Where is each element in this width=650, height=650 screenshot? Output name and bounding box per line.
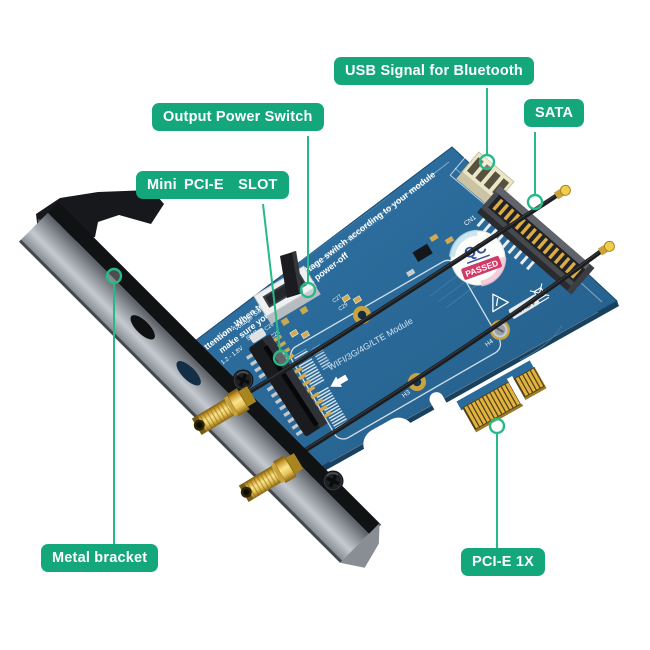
callout-usb-signal: USB Signal for Bluetooth bbox=[334, 57, 534, 85]
board-cutout bbox=[363, 417, 419, 468]
bracket-screw-1 bbox=[232, 369, 254, 391]
svg-text:H3: H3 bbox=[401, 389, 412, 400]
leader-mini-pcie bbox=[262, 203, 281, 352]
standoff-screw-slot bbox=[496, 327, 504, 333]
callout-mini-pcie-slot: Mini PCI-E SLOT bbox=[136, 171, 289, 199]
callout-metal-bracket: Metal bracket bbox=[41, 544, 159, 572]
bracket-slot-hole bbox=[176, 361, 201, 386]
arrow-icon bbox=[330, 374, 349, 387]
callout-output-power-switch: Output Power Switch bbox=[152, 103, 324, 131]
callout-pcie-1x: PCI-E 1X bbox=[461, 548, 546, 576]
leader-endpoints bbox=[105, 153, 544, 435]
svg-text:H4: H4 bbox=[484, 338, 495, 349]
bracket-screw-2 bbox=[322, 470, 344, 492]
svg-text:C26: C26 bbox=[264, 322, 276, 333]
antenna-cable-2 bbox=[293, 240, 615, 459]
sma-connector-1 bbox=[191, 386, 257, 435]
bracket-slot-hole bbox=[130, 315, 155, 340]
svg-text:C29: C29 bbox=[338, 302, 350, 313]
pcie-x1-fingers bbox=[456, 360, 547, 433]
sata-connector bbox=[476, 186, 595, 295]
board-notch bbox=[429, 392, 457, 429]
smd-components: C27 C29 C26 C28 bbox=[264, 233, 455, 341]
sma-connector-2 bbox=[238, 453, 304, 502]
svg-text:C28: C28 bbox=[270, 330, 282, 341]
qc-passed-sticker: QC PASSED bbox=[449, 229, 507, 287]
antenna-cable-1 bbox=[246, 184, 571, 395]
esd-warning-icon bbox=[492, 293, 509, 313]
svg-text:C27: C27 bbox=[332, 294, 344, 305]
leader-lines bbox=[113, 88, 536, 550]
callout-sata: SATA bbox=[524, 99, 585, 127]
